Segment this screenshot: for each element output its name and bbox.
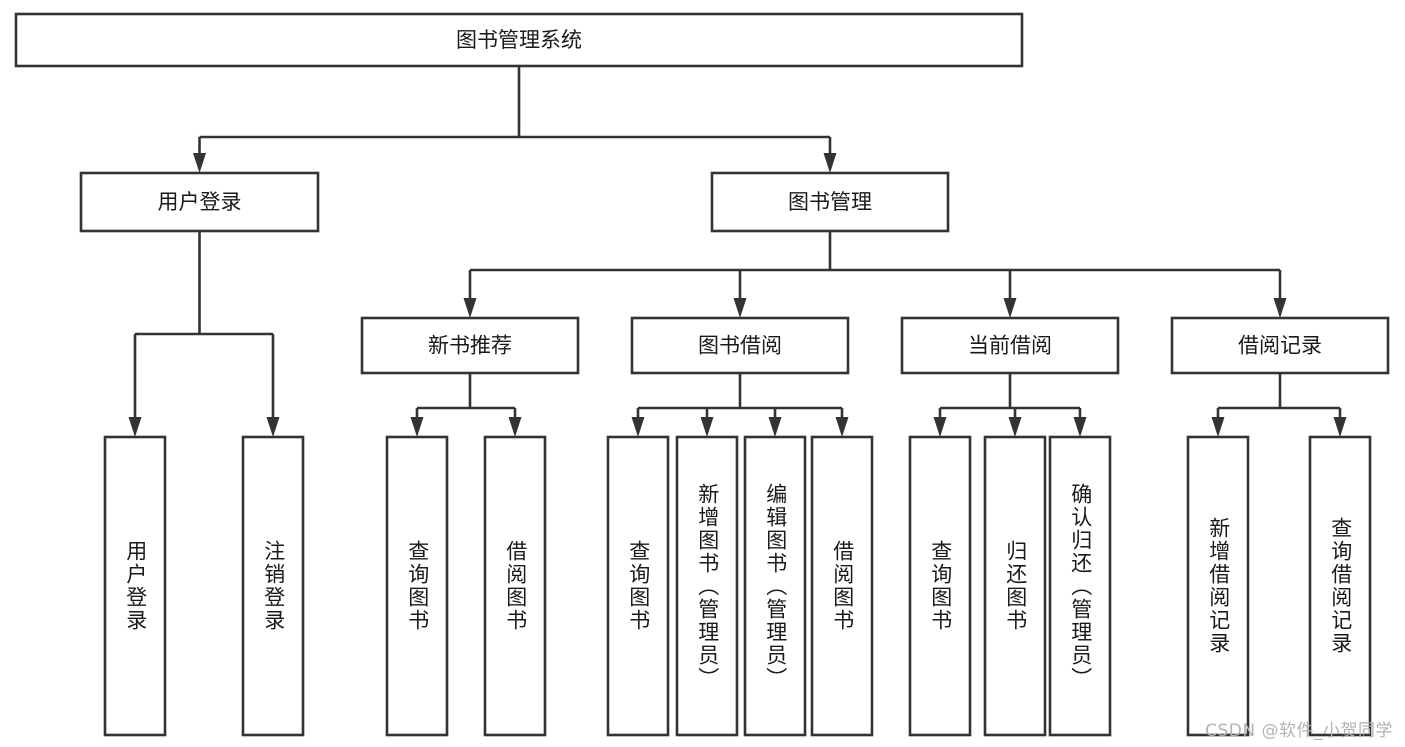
leaf-node-0-box[interactable] — [103, 435, 167, 737]
leaf-node-9-box[interactable] — [983, 435, 1047, 737]
level3-node-0-label: 新书推荐 — [428, 334, 512, 358]
mgr-to-level3-0-head — [463, 298, 477, 318]
group-3-to-leaf-2-head — [1073, 417, 1087, 437]
connector-layer — [128, 66, 1347, 437]
level3-node-3-box[interactable] — [1170, 316, 1390, 375]
group-3-to-leaf-1-head — [1008, 417, 1022, 437]
leaf-node-3-box[interactable] — [483, 435, 547, 737]
root-node-box[interactable] — [14, 12, 1024, 68]
level3-node-3-label: 借阅记录 — [1238, 334, 1322, 358]
level3-node-1-box[interactable] — [630, 316, 850, 375]
leaf-node-12-box[interactable] — [1308, 435, 1372, 737]
leaf-node-6-box[interactable] — [743, 435, 807, 737]
mgr-to-level3-2-head — [1003, 298, 1017, 318]
mgr-to-level3-3-head — [1273, 298, 1287, 318]
leaf-node-2-box[interactable] — [385, 435, 449, 737]
level3-node-0-box[interactable] — [360, 316, 580, 375]
leaf-node-8-box[interactable] — [908, 435, 972, 737]
group-3-to-leaf-0-head — [933, 417, 947, 437]
leaf-node-11-box[interactable] — [1186, 435, 1250, 737]
box-layer — [14, 12, 1390, 737]
level3-node-2-label: 当前借阅 — [968, 334, 1052, 358]
level2-node-0-label: 用户登录 — [158, 190, 242, 214]
group-2-to-leaf-0-head — [631, 417, 645, 437]
group-2-to-leaf-3-head — [835, 417, 849, 437]
group-1-to-leaf-0-head — [410, 417, 424, 437]
group-1-to-leaf-1-head — [508, 417, 522, 437]
root-node-label: 图书管理系统 — [456, 28, 582, 52]
group-4-to-leaf-1-head — [1333, 417, 1347, 437]
group-2-to-leaf-1-head — [700, 417, 714, 437]
csdn-watermark: CSDN @软件_小贺同学 — [1205, 721, 1393, 741]
leaf-node-4-box[interactable] — [606, 435, 670, 737]
group-4-to-leaf-0-head — [1211, 417, 1225, 437]
group-0-to-leaf-1-head — [266, 417, 280, 437]
leaf-node-1-box[interactable] — [241, 435, 305, 737]
leaf-node-5-box[interactable] — [675, 435, 739, 737]
root-to-level2-0-head — [193, 153, 206, 173]
level3-node-1-label: 图书借阅 — [698, 334, 782, 358]
level2-node-0-box[interactable] — [79, 171, 320, 233]
leaf-node-10-box[interactable] — [1048, 435, 1112, 737]
leaf-node-7-box[interactable] — [810, 435, 874, 737]
level3-node-2-box[interactable] — [900, 316, 1120, 375]
level2-node-1-box[interactable] — [710, 171, 950, 233]
group-0-to-leaf-0-head — [128, 417, 142, 437]
level2-node-1-label: 图书管理 — [788, 190, 872, 214]
root-to-level2-1-head — [823, 153, 837, 173]
group-2-to-leaf-2-head — [768, 417, 782, 437]
mgr-to-level3-1-head — [733, 298, 747, 318]
